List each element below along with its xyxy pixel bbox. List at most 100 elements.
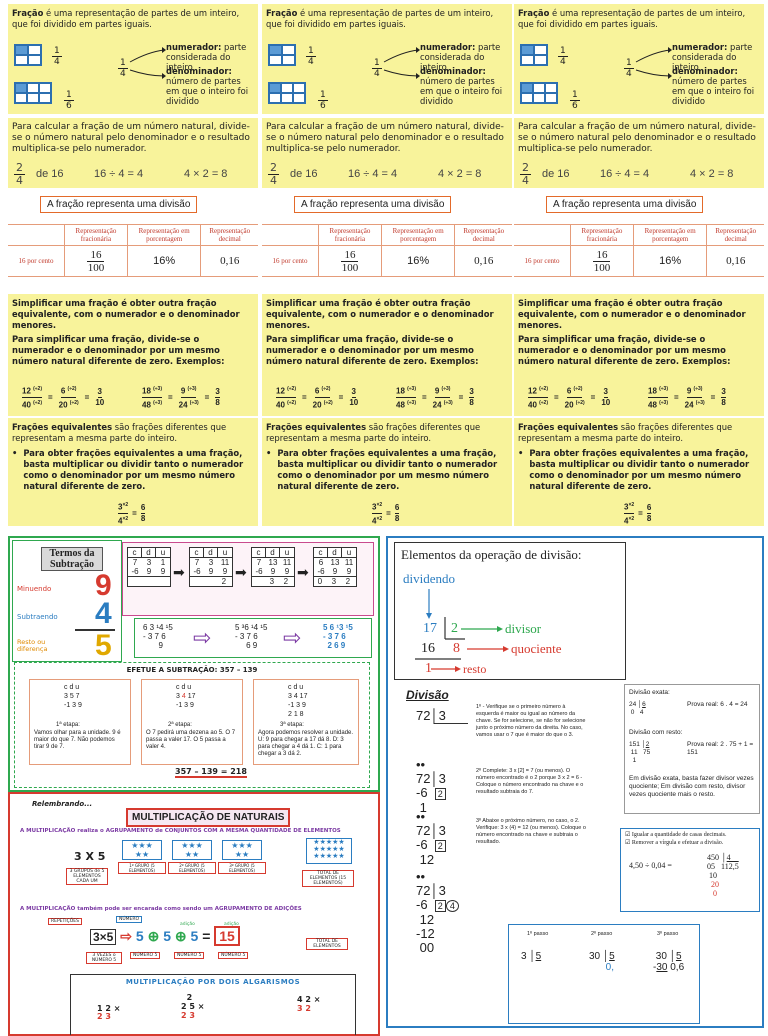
etapa2-text: O 7 pedirá uma dezena ao 5. O 7 passa a …: [146, 730, 236, 750]
exdec: 4,50 ÷ 0,04 =: [629, 861, 672, 870]
col-decimal: Representação decimal: [200, 224, 258, 246]
row-label: 16 por cento: [262, 245, 319, 277]
n1: 1: [425, 661, 432, 676]
cell-dec: 0,16: [706, 245, 764, 277]
fracao-term: Fração: [518, 8, 550, 18]
fraction-arrows-icon: [635, 47, 672, 79]
division-elements: Elementos da operação de divisão: divide…: [394, 542, 626, 680]
division-header: Elementos da operação de divisão:: [401, 547, 582, 562]
step1-calc: 72│3: [416, 708, 468, 724]
col-porcentagem: Representação em porcentagem: [632, 224, 708, 246]
equivalentes-def: Frações equivalentes são frações diferen…: [266, 422, 481, 443]
simplificar-p1: Simplificar uma fração é obter outra fra…: [518, 298, 746, 330]
exata-box: Divisão exata: 24 │6 0 4 Prova real: 6 .…: [624, 684, 760, 814]
fracao-def: é uma representação de partes de um inte…: [518, 8, 746, 29]
n17: 17: [423, 621, 437, 636]
mult-line1: A MULTIPLICAÇÃO realiza o AGRUPAMENTO de…: [20, 828, 341, 834]
calc-mul: 4 × 2 = 8: [184, 168, 228, 180]
sixth-grid-icon: [268, 82, 306, 104]
total2-label: TOTAL DE ELEMENTOS: [306, 938, 348, 950]
num5-label-3: NÚMERO 5: [218, 952, 249, 959]
fraction-arrows-icon: [383, 47, 420, 79]
n8: 8: [453, 641, 460, 656]
divisao-steps: Divisão 72│3 1º - Verifique se o primeir…: [396, 684, 622, 955]
n2: 2: [451, 621, 458, 636]
divisao-card: A fração representa uma divisão Represen…: [514, 194, 764, 290]
quociente-label: quociente: [511, 641, 562, 656]
repeticoes-label: REPETIÇÕES: [48, 918, 82, 925]
passo-3-label: 3º passo: [657, 931, 679, 937]
calc-mul: 4 × 2 = 8: [690, 168, 734, 180]
denominador-text: denominador: número de partes em que o i…: [672, 66, 755, 106]
calc-mul: 4 × 2 = 8: [438, 168, 482, 180]
passos-box: 1º passo 2º passo 3º passo 3 │5 30 │5 0,…: [508, 924, 700, 1024]
prova1: Prova real: 6 . 4 = 24: [687, 701, 748, 708]
table-corner: [8, 224, 65, 246]
step2-calc: ••72│3-6 2 1: [416, 757, 446, 815]
remover: ☑ Remover a vírgula e efetuar a divisão.: [625, 840, 724, 846]
subtraendo-digit: 4: [95, 597, 112, 630]
calc-de: de 16: [36, 168, 64, 180]
passo3: 3º Abaixe o próximo número, no caso, o 2…: [476, 818, 586, 845]
step-b: 5 ³6 ¹4 ¹5- 3 7 6 6 9: [235, 623, 268, 650]
col-fracionaria: Representação fracionária: [570, 224, 634, 246]
representation-table: Representação fracionária Representação …: [262, 224, 512, 277]
bullet-icon: •: [266, 448, 272, 458]
simplificar-p2: Para simplificar uma fração, divide-se o…: [266, 334, 479, 366]
arrow-icon: ⇨: [193, 625, 212, 650]
division-arrows: [415, 589, 509, 672]
representation-table: Representação fracionária Representação …: [8, 224, 258, 277]
calcular-text: Para calcular a fração de um número natu…: [266, 122, 504, 154]
calcular-card: Para calcular a fração de um número natu…: [514, 118, 764, 188]
exdec-calc: 450 │4 05 112,5 10 20 0: [707, 853, 739, 898]
summary-column-3: Fração é uma representação de partes de …: [514, 0, 764, 530]
col-porcentagem: Representação em porcentagem: [126, 224, 202, 246]
numerador-text: numerador: parte considerada do inteiro: [672, 42, 753, 72]
cell-pct: 16%: [632, 245, 708, 277]
quarter-grid-icon: [268, 44, 296, 66]
fracao-card: Fração é uma representação de partes de …: [8, 4, 258, 114]
numero-label: NÚMERO: [116, 916, 143, 923]
step-c: 5 6 ¹3 ¹5- 3 7 6 2 6 9: [323, 623, 353, 650]
terms-box: Termos da Subtração Minuendo Subtraendo …: [12, 540, 122, 662]
col-porcentagem: Representação em porcentagem: [380, 224, 456, 246]
dividendo-label: dividendo: [403, 571, 455, 586]
equivalentes-def: Frações equivalentes são frações diferen…: [518, 422, 733, 443]
passo-1-label: 1º passo: [527, 931, 549, 937]
representation-table: Representação fracionária Representação …: [514, 224, 764, 277]
minuendo-digit: 9: [95, 569, 112, 602]
summary-column-2: Fração é uma representação de partes de …: [262, 0, 512, 530]
dois-algarismos-title: MULTIPLICAÇÃO POR DOIS ALGARISMOS: [125, 978, 301, 986]
simplificar-p1: Simplificar uma fração é obter outra fra…: [266, 298, 494, 330]
sixth-grid-icon: [14, 82, 52, 104]
multiplication-panel: Relembrando... MULTIPLICAÇÃO DE NATURAIS…: [8, 792, 380, 1036]
fracao-definition: Fração é uma representação de partes de …: [266, 8, 510, 30]
resto-label: resto: [463, 662, 487, 676]
etapa3-text: Agora podemos resolver a unidade. U: 9 p…: [258, 730, 354, 757]
divisao-card: A fração representa uma divisão Represen…: [262, 194, 512, 290]
resto-label: Resto ou diferença: [17, 638, 48, 653]
relembrando: Relembrando...: [32, 800, 93, 808]
bullet-icon: •: [12, 448, 18, 458]
numerador-text: numerador: parte considerada do inteiro: [420, 42, 501, 72]
